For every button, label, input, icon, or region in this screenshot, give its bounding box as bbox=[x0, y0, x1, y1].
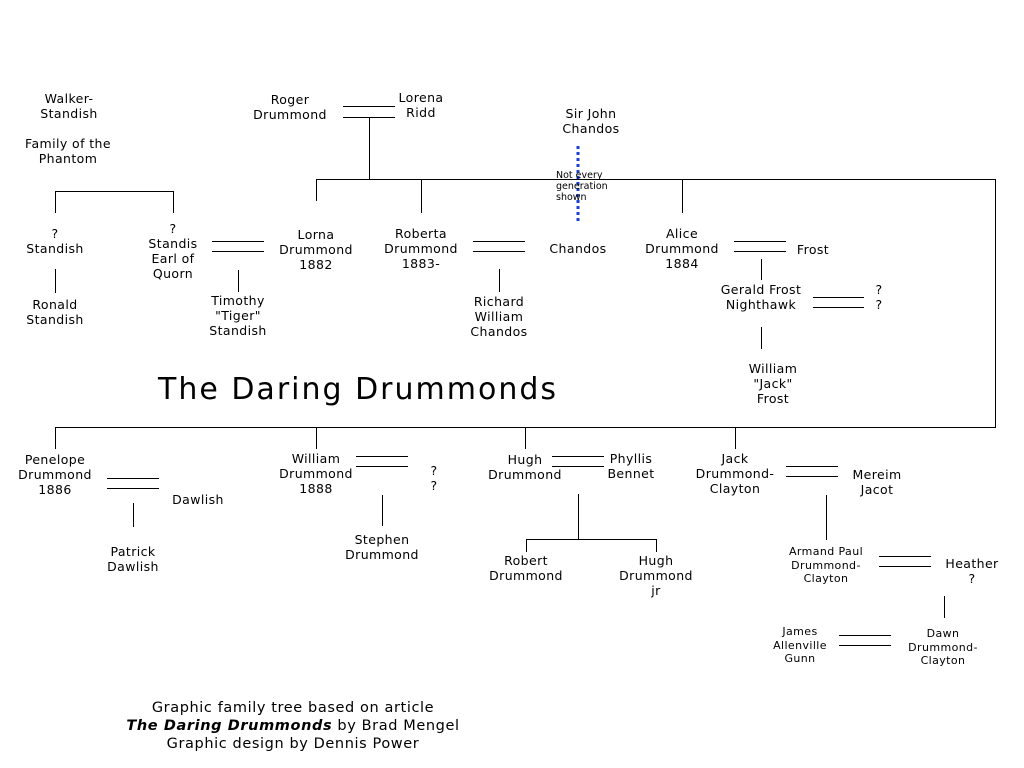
person-dawn-drummond-clayton: Dawn Drummond- Clayton bbox=[908, 627, 978, 667]
person-sir-john-chandos: Sir John Chandos bbox=[562, 106, 620, 136]
person-phyllis-bennet: Phyllis Bennet bbox=[607, 451, 655, 481]
credits-line-2: The Daring Drummonds by Brad Mengel bbox=[83, 717, 503, 735]
person-standis-earl-of-quorn: ? Standis Earl of Quorn bbox=[148, 221, 198, 281]
person-roberta-drummond: Roberta Drummond 1883- bbox=[384, 226, 458, 271]
person-timothy-standish: Timothy "Tiger" Standish bbox=[209, 293, 267, 338]
family-of-phantom-label: Family of the Phantom bbox=[25, 136, 111, 166]
person-dawlish: Dawlish bbox=[172, 492, 224, 507]
person-robert-drummond: Robert Drummond bbox=[489, 553, 563, 583]
person-heather: Heather ? bbox=[945, 556, 999, 586]
credits-line-3: Graphic design by Dennis Power bbox=[166, 736, 420, 752]
person-gerald-spouse-unknown: ? ? bbox=[875, 282, 883, 312]
person-mereim-jacot: Mereim Jacot bbox=[852, 467, 902, 497]
person-stephen-drummond: Stephen Drummond bbox=[345, 532, 419, 562]
credits-line-1: Graphic family tree based on article bbox=[151, 700, 435, 716]
person-hugh-drummond-jr: Hugh Drummond jr bbox=[619, 553, 693, 598]
credits-author: by Brad Mengel bbox=[332, 718, 460, 734]
person-lorena-ridd: Lorena Ridd bbox=[398, 90, 444, 120]
person-hugh-drummond: Hugh Drummond bbox=[488, 452, 562, 482]
person-walker-standish: Walker- Standish bbox=[40, 91, 98, 121]
person-chandos: Chandos bbox=[549, 241, 607, 256]
person-armand-paul-drummond-clayton: Armand Paul Drummond- Clayton bbox=[788, 545, 864, 585]
person-patrick-dawlish: Patrick Dawlish bbox=[107, 544, 159, 574]
person-ronald-standish: Ronald Standish bbox=[26, 297, 84, 327]
person-lorna-drummond: Lorna Drummond 1882 bbox=[279, 227, 353, 272]
person-alice-drummond: Alice Drummond 1884 bbox=[645, 226, 719, 271]
person-jack-drummond-clayton: Jack Drummond- Clayton bbox=[695, 451, 775, 496]
person-james-allenville-gunn: James Allenville Gunn bbox=[773, 625, 827, 665]
credits-article-title: The Daring Drummonds bbox=[126, 718, 333, 734]
person-william-drummond-1888: William Drummond 1888 bbox=[279, 451, 353, 496]
person-standish: ? Standish bbox=[26, 226, 84, 256]
not-every-generation-note: Not every generation shown bbox=[556, 170, 608, 203]
person-roger-drummond: Roger Drummond bbox=[253, 92, 327, 122]
diagram-title: The Daring Drummonds bbox=[158, 372, 559, 407]
person-william-spouse-unknown: ? ? bbox=[430, 463, 438, 493]
person-william-jack-frost: William "Jack" Frost bbox=[748, 361, 798, 406]
credits: Graphic family tree based on article The… bbox=[83, 699, 503, 753]
person-penelope-drummond: Penelope Drummond 1886 bbox=[18, 452, 92, 497]
person-richard-william-chandos: Richard William Chandos bbox=[470, 294, 528, 339]
person-frost: Frost bbox=[796, 242, 830, 257]
person-gerald-frost-nighthawk: Gerald Frost Nighthawk bbox=[720, 282, 802, 312]
